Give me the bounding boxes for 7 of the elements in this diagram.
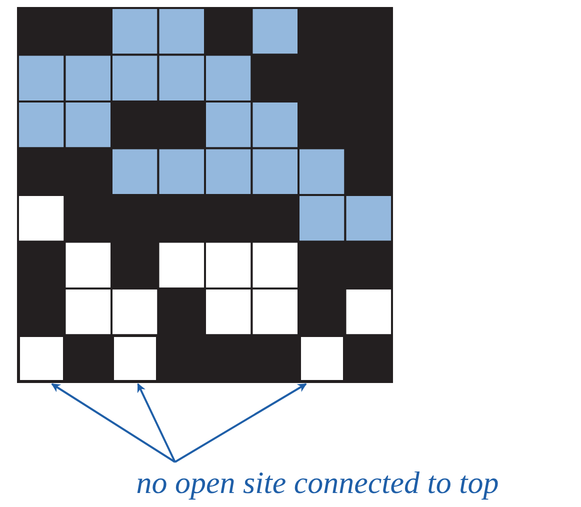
leader-arrow [137,383,176,462]
open-site [18,335,65,382]
open-site [298,335,346,382]
leader-arrow [174,383,307,463]
annotation-text: no open site connected to top [136,466,499,498]
open-site [112,335,158,382]
leader-arrow [51,383,176,463]
